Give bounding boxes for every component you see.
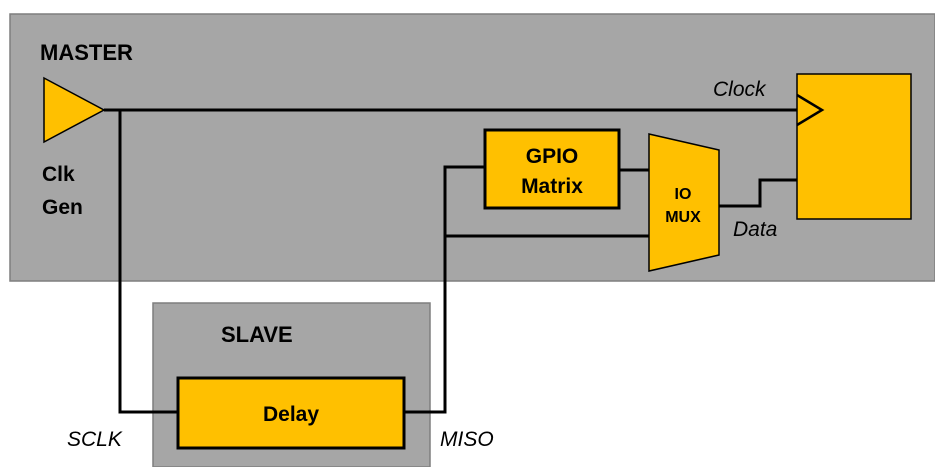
sclk-wire — [118, 110, 178, 414]
clk-gen-label-line1: Clk — [42, 163, 75, 186]
sclk-signal-label: SCLK — [67, 428, 123, 451]
gpio-matrix-label-line2: Matrix — [521, 175, 583, 198]
miso-wire — [404, 165, 485, 414]
flip-flop-block — [796, 73, 912, 220]
miso-signal-label: MISO — [440, 428, 494, 451]
master-title: MASTER — [40, 40, 133, 65]
clk-gen-triangle — [43, 76, 106, 144]
clock-signal-label: Clock — [713, 78, 767, 101]
delay-block — [176, 376, 406, 450]
wires — [104, 108, 797, 414]
io-mux-label-line1: IO — [675, 186, 692, 203]
io-mux-block — [648, 133, 720, 272]
data-signal-label: Data — [733, 218, 777, 241]
gpio-matrix-label-line1: GPIO — [526, 145, 579, 168]
flip-flop-clock-marker — [796, 93, 825, 127]
data-wire — [719, 178, 797, 208]
slave-title: SLAVE — [221, 322, 293, 347]
io-mux-label-line2: MUX — [665, 209, 701, 226]
gpio-matrix-block — [483, 128, 621, 210]
delay-label: Delay — [263, 403, 319, 426]
clk-gen-label-line2: Gen — [42, 196, 83, 219]
